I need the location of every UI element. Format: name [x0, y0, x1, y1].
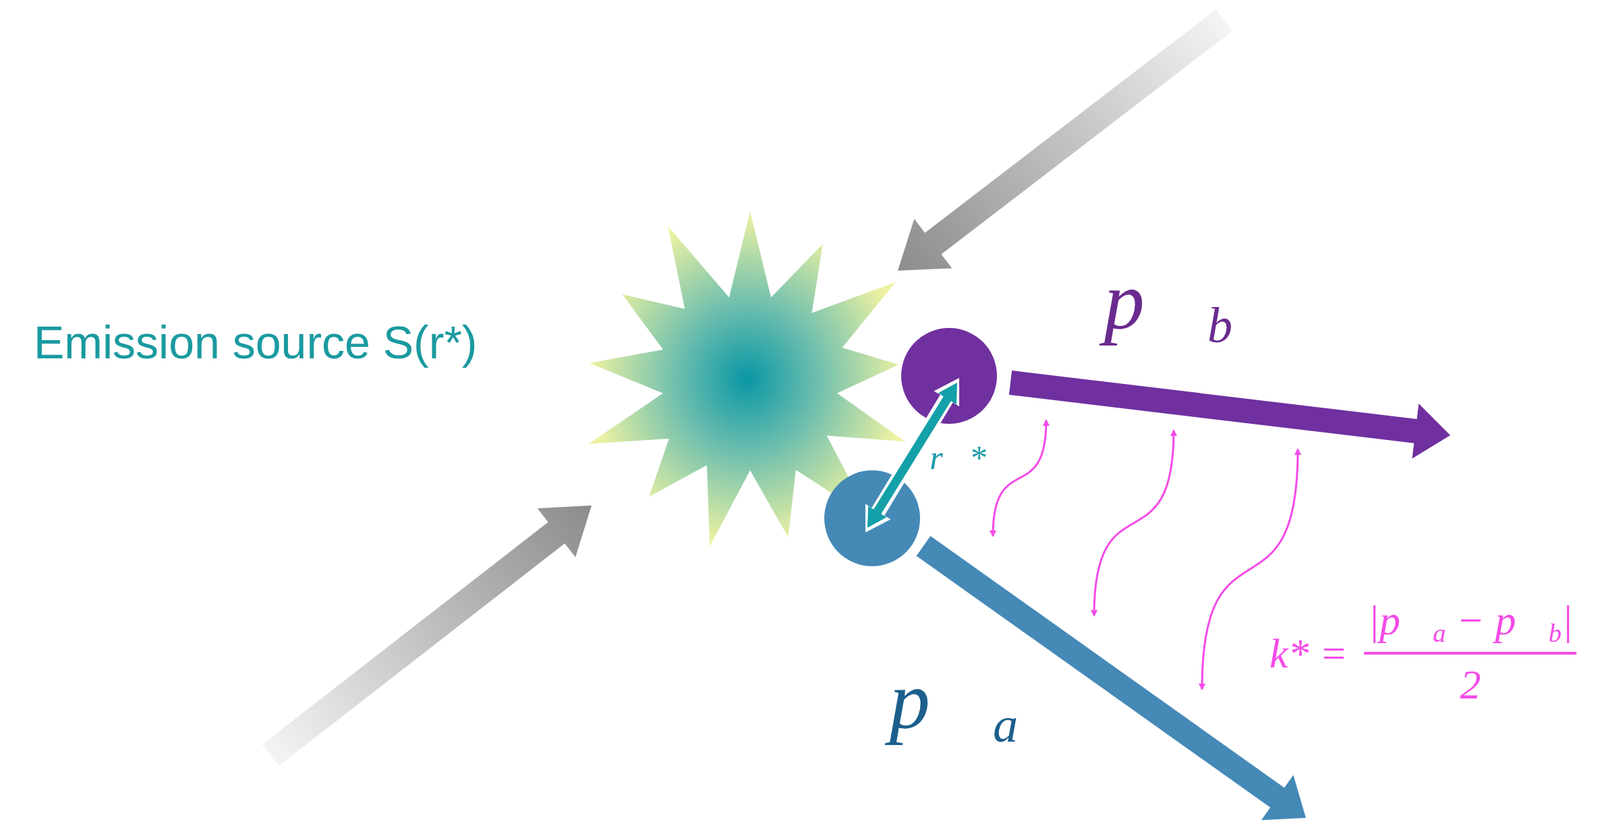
incoming-beam	[897, 9, 1233, 271]
fraction-bar	[1363, 651, 1577, 655]
momentum-label: p⃗b	[1104, 256, 1234, 354]
momentum-arrow	[1009, 370, 1451, 459]
formula-numerator: |p⃗a − p⃗b|	[1367, 596, 1574, 647]
momentum-label: p⃗a	[889, 655, 1019, 753]
formula-text: k* =	[1269, 630, 1348, 676]
formula-denominator: 2	[1460, 661, 1482, 707]
relative-momentum-curve	[1094, 430, 1174, 616]
relative-momentum-curves	[992, 420, 1298, 689]
particle-b	[901, 327, 997, 424]
relative-momentum-curve	[992, 420, 1047, 536]
incoming-beam	[262, 505, 592, 766]
source-label: Emission source S(r*)	[33, 317, 478, 368]
separation-label: r⃗*	[929, 439, 986, 477]
